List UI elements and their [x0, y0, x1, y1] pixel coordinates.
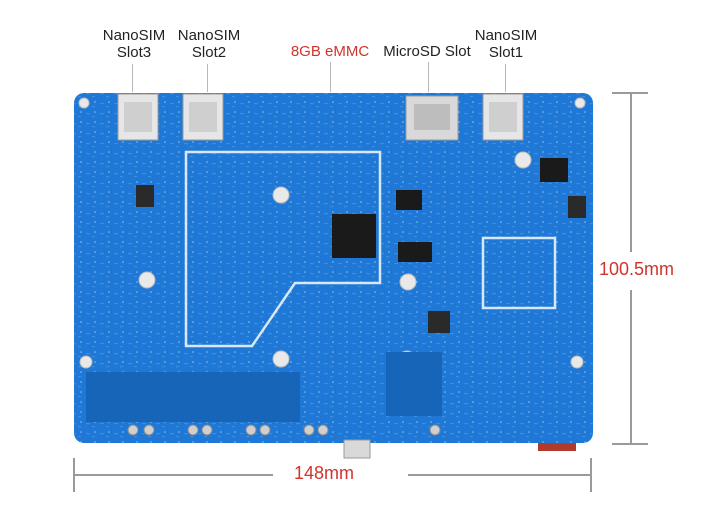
height-dimension-label: 100.5mm [599, 259, 675, 279]
led-strip [538, 443, 576, 451]
pcb-body [74, 93, 593, 443]
emmc-chip [332, 214, 376, 258]
width-dim-line-left [73, 474, 273, 476]
rf-shield-outline [184, 150, 382, 348]
slot3-pointer-line [132, 64, 133, 92]
inductor-1 [136, 185, 154, 207]
m2-slot-area-left [86, 372, 300, 422]
sim-slot-2-icon [182, 93, 224, 141]
spi-nor-chip [396, 190, 422, 210]
microsd-slot-label: MicroSD Slot [383, 43, 471, 60]
mounting-holes [78, 97, 586, 369]
microsd-slot-icon [405, 95, 459, 141]
microsd-pointer-line [428, 62, 429, 92]
inductor-2 [568, 196, 586, 218]
slot1-pointer-line [505, 64, 506, 92]
emmc-pointer-line [330, 62, 331, 92]
height-dim-line-top [630, 92, 632, 252]
height-dim-bottom-tick [612, 443, 648, 445]
spi-nand-chip [398, 242, 432, 262]
width-dimension-label: 148mm [294, 463, 355, 483]
slot2-pointer-line [207, 64, 208, 92]
pmic-shield-outline [481, 236, 557, 310]
label-line-2: Slot3 [116, 44, 152, 61]
nanosim-slot3-label: NanoSIM Slot3 [95, 27, 173, 61]
width-dim-right-tick [590, 458, 592, 492]
label-line-1: NanoSIM [177, 27, 241, 44]
label-line-2: Slot1 [488, 44, 524, 61]
sim-slot-1-icon [482, 93, 524, 141]
width-dim-line-right [408, 474, 590, 476]
height-dim-line-bottom [630, 290, 632, 443]
standoffs [127, 424, 441, 436]
label-line-1: NanoSIM [474, 27, 538, 44]
label-line-2: Slot2 [191, 44, 227, 61]
nanosim-slot2-label: NanoSIM Slot2 [170, 27, 248, 61]
m2-slot-area-right [386, 352, 442, 416]
inductor-3 [428, 311, 450, 333]
label-line-1: NanoSIM [102, 27, 166, 44]
emmc-label: 8GB eMMC [290, 43, 370, 60]
usb-c-connector-icon [343, 439, 371, 459]
nanosim-slot1-label: NanoSIM Slot1 [467, 27, 545, 61]
dc-jack-icon [540, 158, 568, 182]
sim-slot-3-icon [117, 93, 159, 141]
